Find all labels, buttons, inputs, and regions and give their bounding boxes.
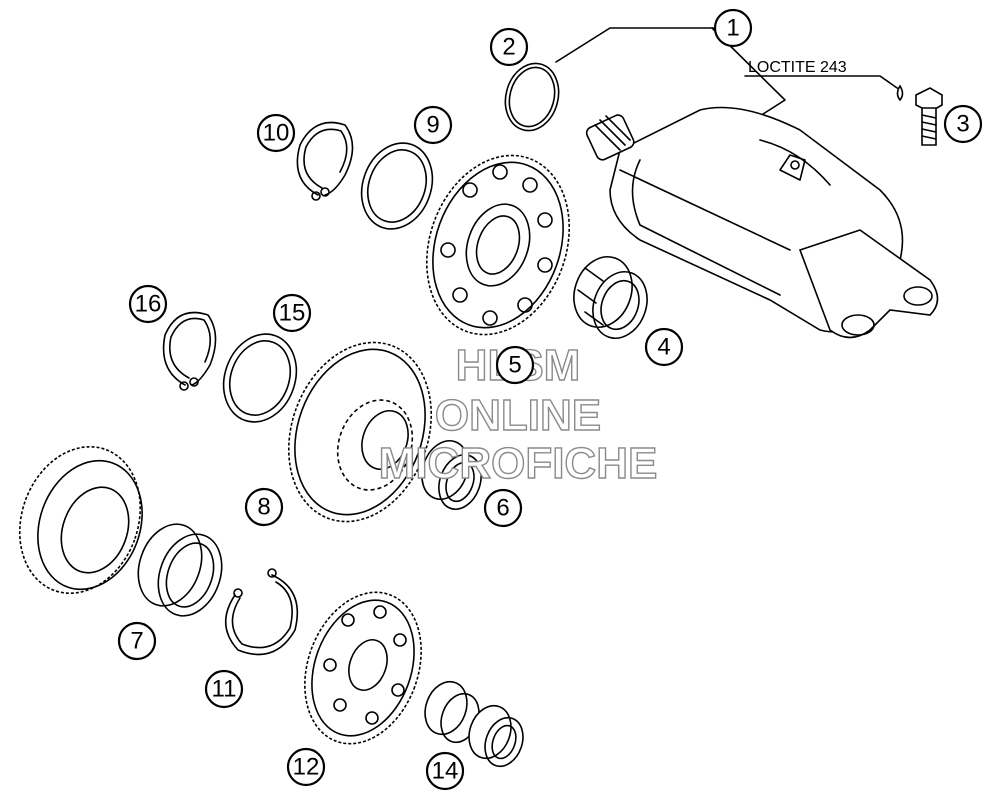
callout-16: 16 — [128, 284, 168, 324]
needle-bearing-4 — [573, 256, 648, 339]
callout-6: 6 — [483, 488, 523, 528]
svg-text:15: 15 — [279, 300, 306, 327]
svg-text:2: 2 — [502, 34, 515, 61]
svg-text:7: 7 — [130, 628, 143, 655]
freewheel-7 — [137, 523, 223, 617]
svg-text:12: 12 — [293, 754, 320, 781]
o-ring — [504, 62, 560, 132]
bolt — [896, 84, 943, 146]
callout-2: 2 — [489, 27, 529, 67]
needle-bearings-14 — [424, 680, 524, 768]
callout-5: 5 — [495, 345, 535, 385]
svg-text:3: 3 — [956, 111, 969, 138]
svg-text:9: 9 — [426, 112, 439, 139]
svg-text:14: 14 — [432, 758, 459, 785]
callout-11: 11 — [204, 669, 244, 709]
callout-12: 12 — [286, 747, 326, 787]
callout-10: 10 — [256, 113, 296, 153]
starter-gear — [18, 445, 143, 595]
circlip-16 — [162, 311, 217, 391]
svg-text:11: 11 — [212, 676, 237, 703]
needle-bearing-6 — [421, 440, 482, 510]
callout-1: 1 — [713, 8, 753, 48]
double-gear-8 — [287, 341, 433, 523]
callout-3: 3 — [943, 104, 983, 144]
washer-9 — [360, 142, 434, 230]
circlip-10 — [296, 121, 354, 201]
svg-text:6: 6 — [496, 495, 509, 522]
intermediate-gear-5 — [425, 154, 571, 336]
gear-12 — [304, 591, 422, 745]
svg-text:MICROFICHE: MICROFICHE — [379, 439, 658, 488]
callout-4: 4 — [644, 327, 684, 367]
svg-text:5: 5 — [508, 352, 521, 379]
svg-text:10: 10 — [263, 120, 290, 147]
washer-15 — [222, 333, 298, 423]
svg-text:ONLINE: ONLINE — [435, 391, 601, 440]
starter-motor — [585, 106, 939, 339]
svg-text:1: 1 — [726, 15, 739, 42]
callout-15: 15 — [272, 293, 312, 333]
callout-7: 7 — [117, 621, 157, 661]
callout-14: 14 — [425, 751, 465, 791]
svg-text:4: 4 — [657, 334, 670, 361]
svg-text:16: 16 — [135, 291, 162, 318]
circlip-11 — [224, 568, 299, 656]
callout-9: 9 — [413, 105, 453, 145]
svg-text:8: 8 — [257, 494, 270, 521]
callout-8: 8 — [244, 487, 284, 527]
loctite-note: LOCTITE 243 — [748, 59, 847, 76]
